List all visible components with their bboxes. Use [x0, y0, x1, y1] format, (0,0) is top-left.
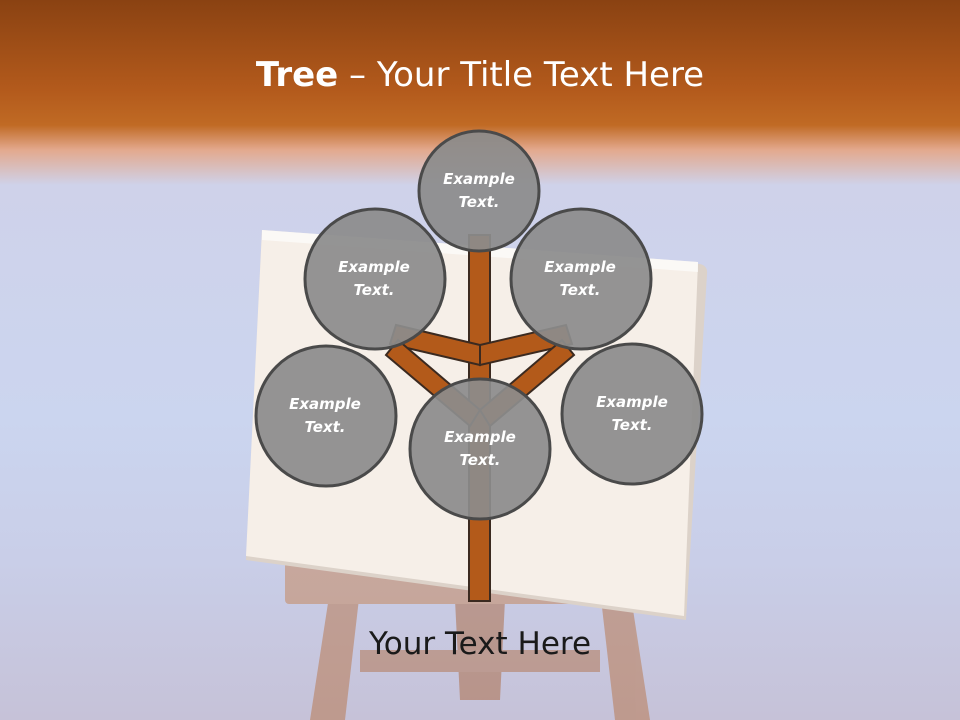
title-bold: Tree — [255, 55, 339, 95]
node-label-upper-left: Example Text. — [338, 258, 410, 299]
tree-node-upper-left — [303, 207, 447, 351]
node-label-lower-right: Example Text. — [596, 393, 668, 434]
node-label-upper-right: Example Text. — [544, 258, 616, 299]
node-label-center: Example Text. — [444, 428, 516, 469]
tree-node-lower-right — [560, 342, 704, 486]
tree-nodes — [254, 129, 704, 521]
node-label-lower-left: Example Text. — [289, 395, 361, 436]
slide-caption: Your Text Here — [368, 626, 592, 662]
tree-node-upper-right — [509, 207, 653, 351]
tree-node-lower-left — [254, 344, 398, 488]
tree-node-top — [417, 129, 541, 253]
tree-node-center — [408, 377, 552, 521]
node-label-top: Example Text. — [443, 170, 515, 211]
title-rest: – Your Title Text Here — [338, 55, 705, 95]
slide-title: Tree – Your Title Text Here — [0, 48, 960, 102]
